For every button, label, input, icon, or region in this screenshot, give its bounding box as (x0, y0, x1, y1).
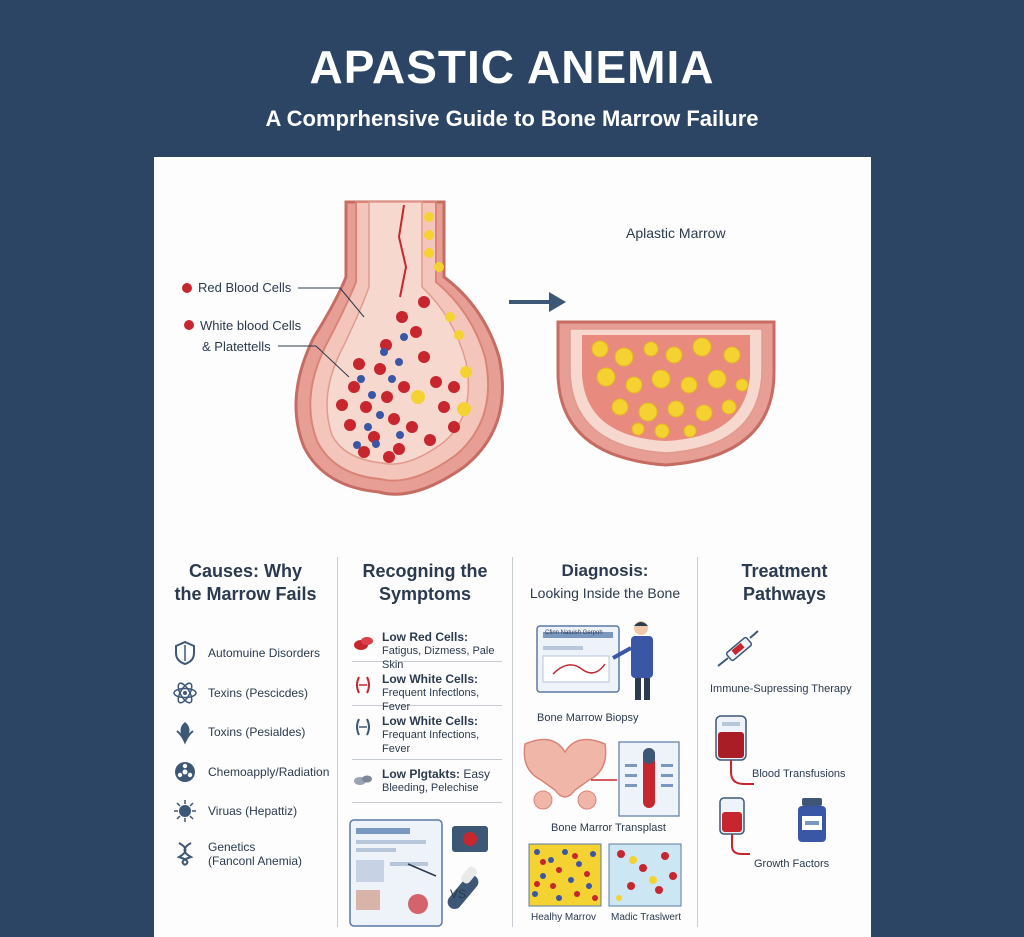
column-divider (337, 557, 338, 927)
diagnosis-column: Diagnosis: Looking Inside the Bone Cfinn… (513, 552, 697, 937)
biopsy-illustration (536, 621, 653, 700)
vs-label: VS (450, 887, 467, 901)
dna-icon (176, 842, 194, 866)
cause-autoimmune: Automuine Disorders (172, 640, 320, 666)
madic-caption: Madic Traslwert (611, 912, 682, 923)
white-cell-icon (356, 718, 370, 736)
content-panel: Red Blood Cells White blood Cells & Plat… (154, 157, 871, 937)
white-cell-icon (356, 676, 370, 694)
red-blood-cells-label: Red Blood Cells (198, 280, 292, 295)
marrow-illustration: Red Blood Cells White blood Cells & Plat… (154, 157, 871, 537)
transplant-caption: Bone Marror Transplast (551, 822, 666, 834)
page-subtitle: A Comprhensive Guide to Bone Marrow Fail… (265, 106, 759, 131)
platelets-label: & Platettells (202, 339, 271, 354)
comparison-illustration (349, 819, 488, 927)
cause-texins: Texins (Pescicdes) (172, 680, 308, 706)
blood-bag-icon (715, 715, 754, 785)
red-cell-icon (354, 637, 373, 650)
red-cell-cluster (336, 296, 460, 463)
arrow-right-icon (509, 292, 566, 312)
column-divider (512, 557, 513, 927)
healthy-marrow-caption: Healhy Marrov (531, 912, 597, 923)
symptom-low-platelets: Low Plgtakts: Easy Bleeding, Pelechise (352, 767, 502, 803)
immune-therapy-label: Immune-Supressing Therapy (710, 683, 852, 695)
atom-icon (173, 682, 197, 704)
blood-transfusions-label: Blood Transfusions (752, 768, 846, 780)
symptom-low-white-cells: Low White Cells: Frequent Infectlons, Fe… (352, 672, 502, 713)
page-title: APASTIC ANEMIA (309, 41, 715, 93)
cause-toxins: Toxins (Pesialdes) (172, 719, 305, 745)
radiation-icon (175, 762, 195, 782)
cause-genetics: Genetics(Fanconl Anemia) (172, 840, 302, 868)
platelet-icon (354, 775, 372, 785)
blood-bag-icon (719, 797, 750, 855)
medicine-bottle-icon (798, 798, 826, 842)
bone-cross-section-graphic (278, 200, 776, 496)
leaf-icon (176, 722, 194, 745)
shield-icon (175, 640, 195, 666)
symptom-low-white-cells-2: Low White Cells: Frequant Infections, Fe… (352, 714, 502, 760)
virus-icon (174, 800, 196, 822)
marrow-comparison-illustration (528, 843, 682, 907)
causes-heading: Causes: Why the Marrow Fails (174, 561, 317, 604)
fat-cell-cluster (411, 212, 472, 416)
white-blood-cells-label: White blood Cells (200, 318, 302, 333)
red-legend-dot (182, 283, 192, 293)
symptoms-column: Recogning the Symptoms Low Red Cells: Fa… (338, 552, 512, 937)
symptom-low-red-cells: Low Red Cells: Fatigus, Dizmess, Pale Sk… (352, 630, 502, 671)
treatment-column: Treatment Pathways Immune-Supressing The… (698, 552, 871, 937)
diagnosis-heading: Diagnosis: Looking Inside the Bone (529, 561, 681, 601)
white-cell-cluster (353, 333, 408, 449)
screen-title: Cfinn Natuish Gerpoh (545, 630, 603, 636)
biopsy-caption: Bone Marrow Biopsy (537, 712, 639, 724)
cause-chemotherapy: Chemoapply/Radiation (172, 759, 329, 785)
cause-virus: Viruas (Hepattiz) (172, 798, 297, 824)
syringe-icon (717, 630, 759, 667)
symptoms-heading: Recogning the Symptoms (362, 561, 488, 604)
aplastic-marrow-graphic (556, 320, 776, 467)
transplant-illustration (523, 738, 680, 817)
aplastic-marrow-label: Aplastic Marrow (626, 225, 726, 241)
treatment-heading: Treatment Pathways (741, 561, 828, 604)
column-divider (697, 557, 698, 927)
causes-column: Causes: Why the Marrow Fails Automuine D… (154, 552, 337, 937)
white-legend-dot (184, 320, 194, 330)
growth-factors-label: Growth Factors (754, 858, 830, 870)
